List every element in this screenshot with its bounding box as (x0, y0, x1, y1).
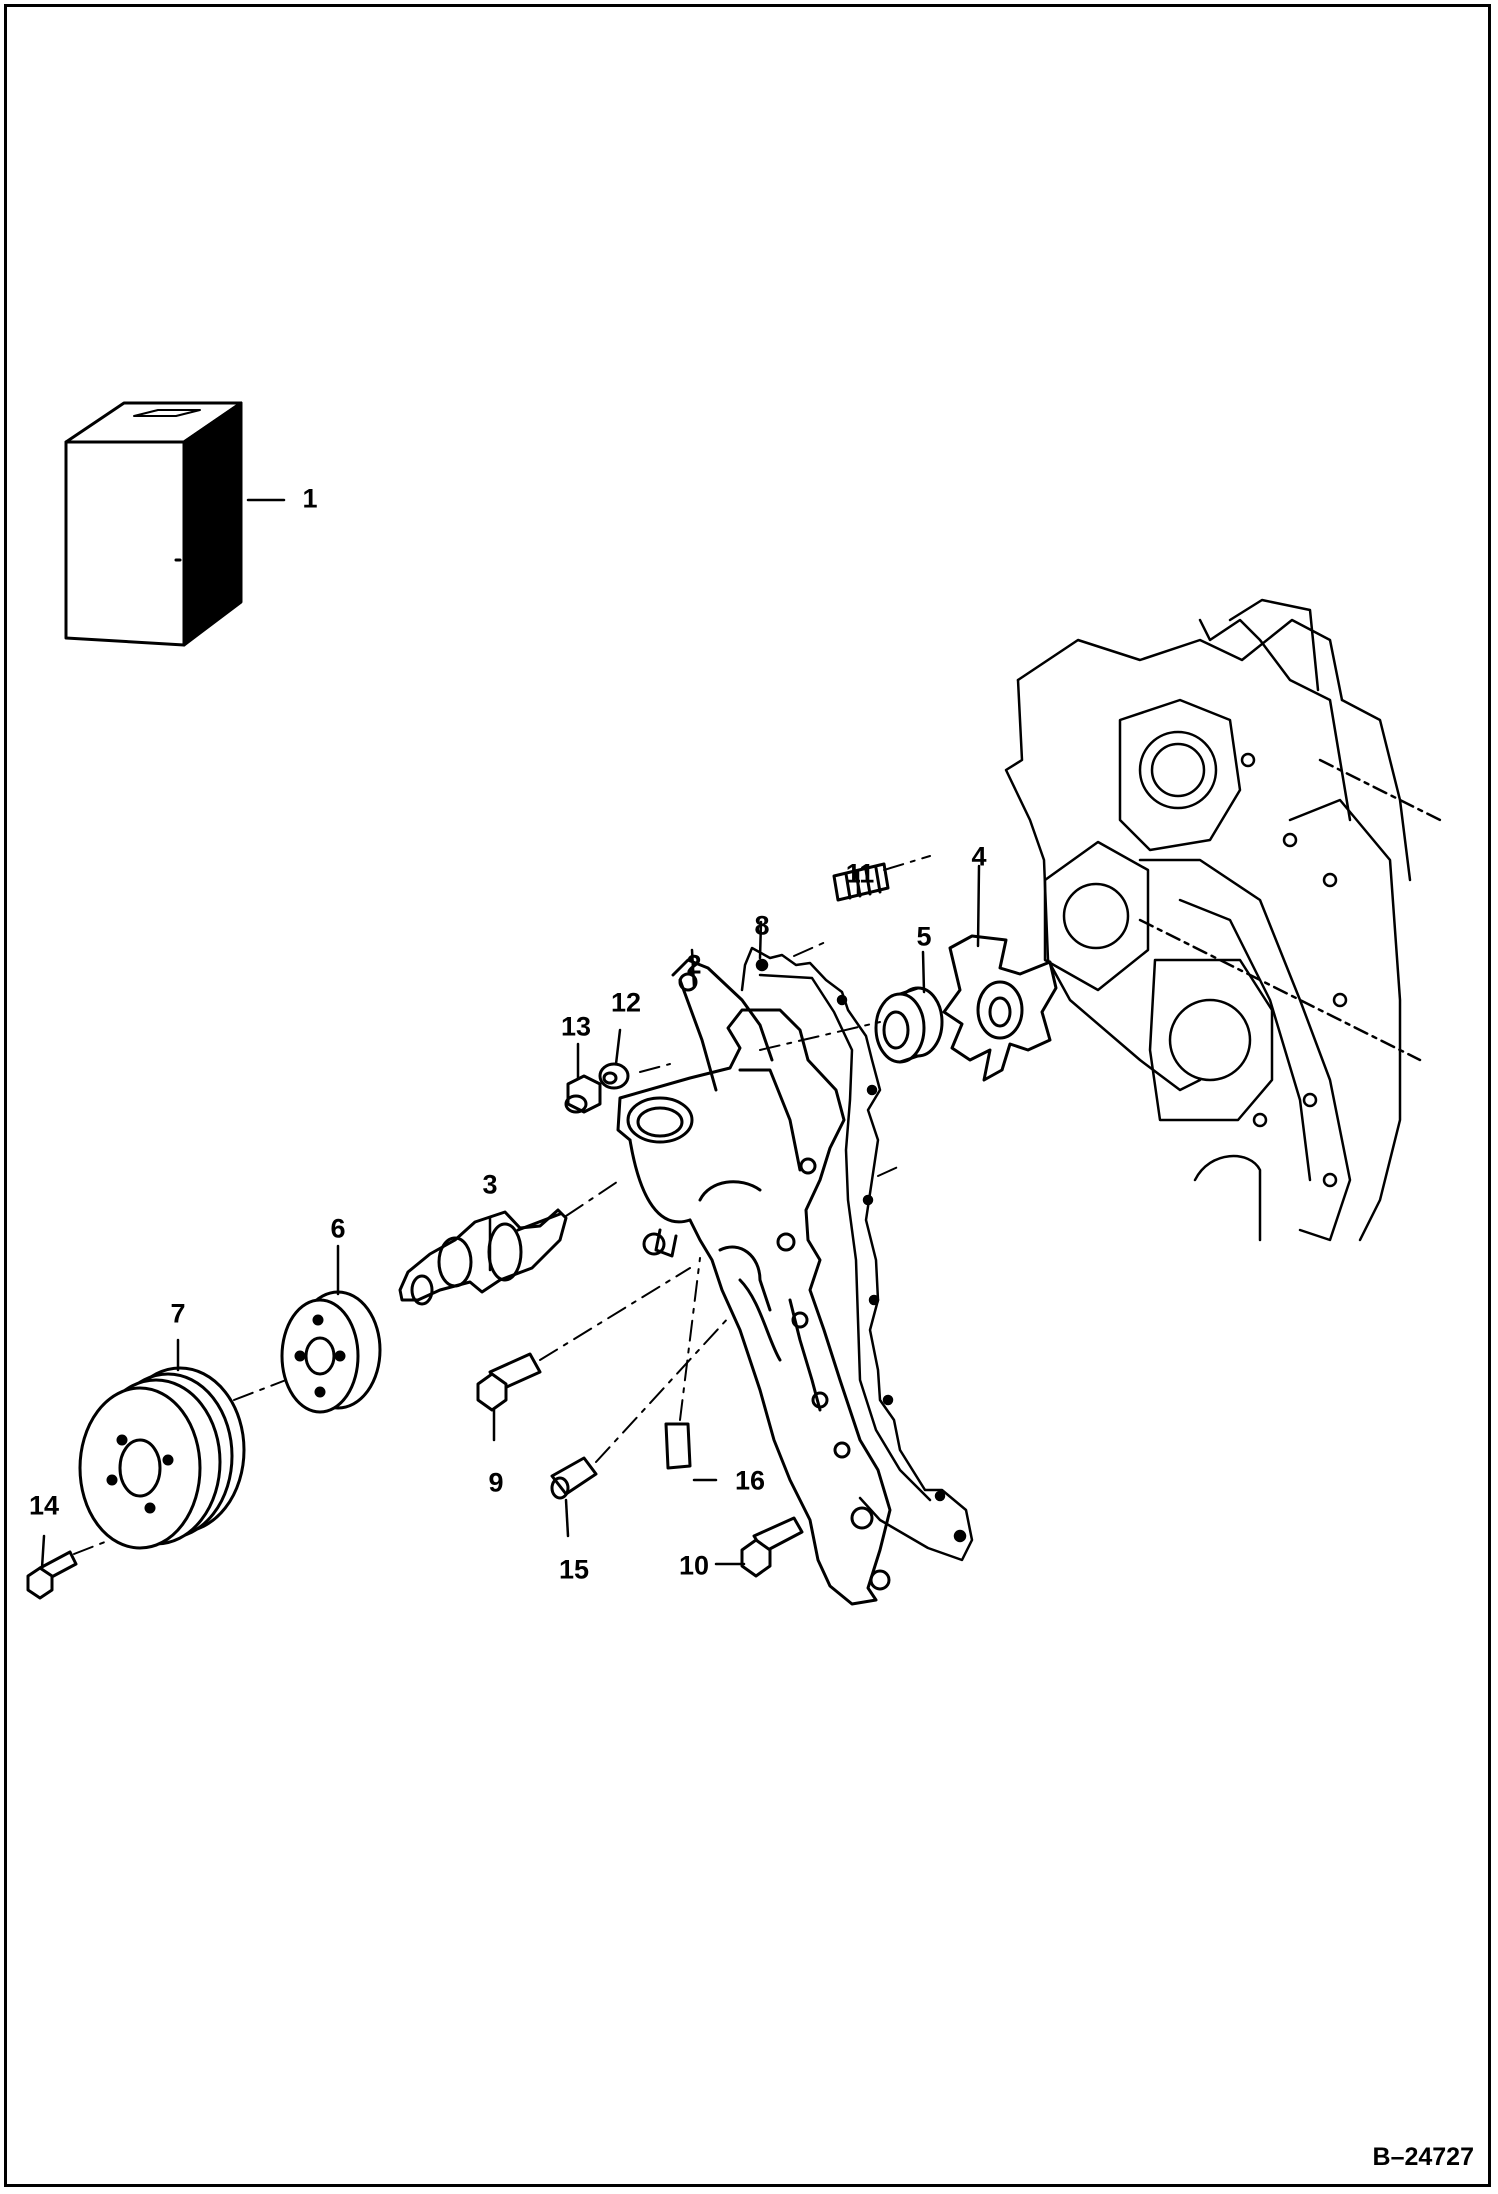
pump-housing (616, 958, 892, 1606)
callout-3: 3 (482, 1169, 498, 1200)
callout-8: 8 (754, 910, 770, 941)
callout-10: 10 (678, 1550, 710, 1581)
engine-block (1004, 598, 1442, 1242)
bolt-14 (26, 1550, 78, 1600)
nut (564, 1074, 602, 1114)
callout-1: 1 (302, 483, 318, 514)
assembly-centerlines (73, 855, 931, 1555)
callout-15: 15 (558, 1554, 590, 1585)
bolt-10 (740, 1516, 804, 1578)
gasket (740, 946, 974, 1562)
callout-16: 16 (734, 1465, 766, 1496)
figure-number: B–24727 (1372, 2143, 1474, 2171)
leader-lines (40, 498, 981, 1570)
fan-pulley (78, 1366, 246, 1550)
callout-5: 5 (916, 921, 932, 952)
callout-4: 4 (971, 841, 987, 872)
bolt-9 (476, 1352, 542, 1412)
callout-2: 2 (686, 949, 702, 980)
callout-7: 7 (170, 1298, 186, 1329)
callout-12: 12 (610, 987, 642, 1018)
washer (598, 1062, 630, 1090)
mechanical-seal (874, 986, 944, 1064)
repair-kit-box (64, 401, 243, 647)
flange (280, 1290, 382, 1414)
pump-shaft (398, 1208, 568, 1306)
callout-9: 9 (488, 1467, 504, 1498)
callout-11: 11 (845, 858, 875, 889)
dowel-sleeve (550, 1456, 598, 1500)
callout-13: 13 (560, 1011, 592, 1042)
callout-14: 14 (28, 1490, 60, 1521)
pin (664, 1422, 692, 1470)
diagram-frame (4, 4, 1491, 2187)
callout-6: 6 (330, 1213, 346, 1244)
impeller (942, 934, 1058, 1082)
